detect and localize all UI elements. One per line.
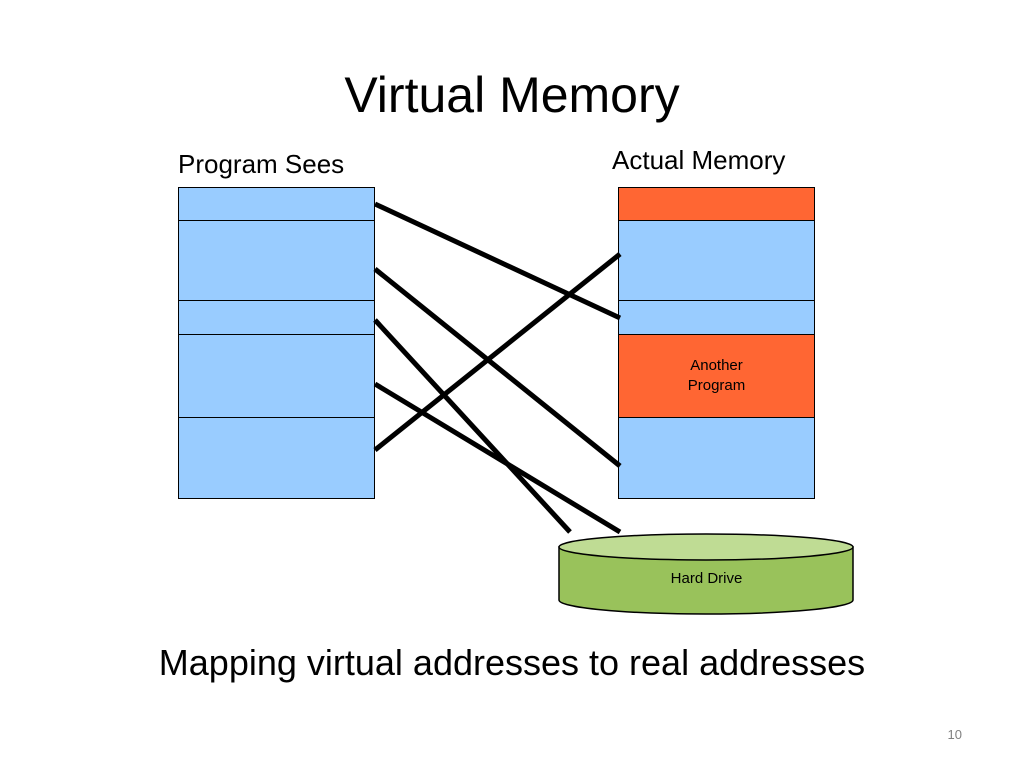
virtual-page-5 — [178, 417, 375, 499]
another-program-label-line1: Another — [690, 357, 743, 374]
mapping-line-5 — [373, 252, 622, 452]
virtual-page-2 — [178, 220, 375, 301]
another-program-label-line2: Program — [687, 377, 746, 394]
actual-memory-label: Actual Memory — [612, 145, 786, 175]
physical-frame-1 — [618, 220, 815, 301]
mapping-lines — [373, 201, 622, 535]
hard-drive-label: Hard Drive — [670, 570, 743, 587]
physical-frame-other-top — [618, 187, 815, 221]
another-program-block: Another Program — [618, 334, 815, 418]
physical-frame-3 — [618, 417, 815, 499]
virtual-page-1 — [178, 187, 375, 221]
slide-caption: Mapping virtual addresses to real addres… — [158, 642, 866, 683]
virtual-page-4 — [178, 334, 375, 418]
program-sees-label: Program Sees — [178, 149, 345, 179]
slide-title: Virtual Memory — [344, 67, 680, 123]
mapping-line-4 — [373, 381, 622, 535]
mapping-line-2 — [373, 267, 622, 468]
hard-drive-top — [558, 533, 854, 561]
page-number: 10 — [947, 727, 962, 742]
virtual-page-3 — [178, 300, 375, 335]
mapping-line-3 — [373, 318, 572, 534]
physical-frame-2 — [618, 300, 815, 335]
mapping-line-1 — [373, 201, 622, 321]
